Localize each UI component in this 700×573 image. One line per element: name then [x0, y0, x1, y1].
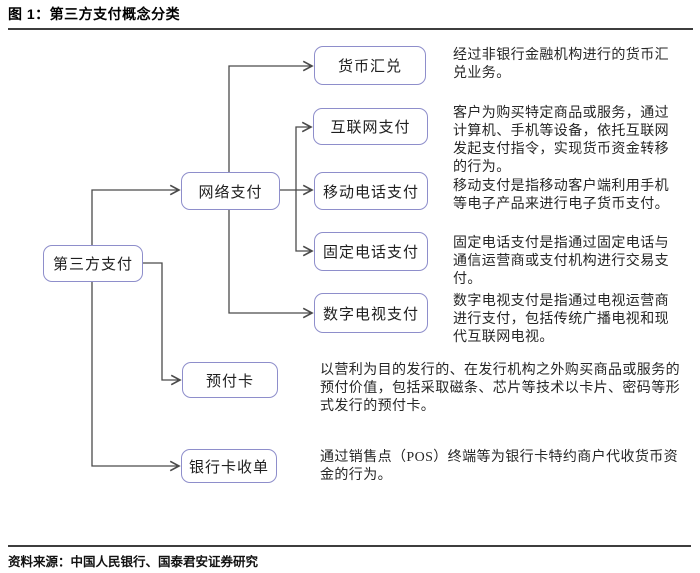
desc-fixed-phone-payment: 固定电话支付是指通过固定电话与通信运营商或支付机构进行交易支付。: [453, 236, 669, 287]
edge-thirdparty-bankcard: [91, 282, 181, 472]
node-prepaid-card: 预付卡: [182, 362, 278, 398]
edge-network-digitaltv: [228, 210, 314, 319]
top-rule: [8, 28, 693, 30]
node-digital-tv-payment: 数字电视支付: [314, 293, 428, 333]
node-bank-card-acquiring: 银行卡收单: [181, 449, 277, 483]
figure-source: 资料来源：中国人民银行、国泰君安证券研究: [8, 555, 259, 569]
node-internet-payment: 互联网支付: [313, 108, 428, 145]
desc-digital-tv-payment: 数字电视支付是指通过电视运营商进行支付，包括传统广播电视和现代互联网电视。: [453, 294, 669, 345]
edge-thirdparty-prepaid: [143, 262, 182, 386]
edge-network-fixedphone: [295, 190, 314, 257]
edge-thirdparty-network: [91, 184, 181, 245]
desc-mobile-phone-payment: 移动支付是指移动客户端利用手机等电子产品来进行电子货币支付。: [453, 179, 669, 212]
node-currency-exchange: 货币汇兑: [314, 46, 426, 85]
edge-network-currency: [228, 60, 314, 172]
desc-internet-payment: 客户为购买特定商品或服务，通过计算机、手机等设备，依托互联网发起支付指令，实现货…: [453, 106, 669, 175]
desc-prepaid-card: 以营利为目的发行的、在发行机构之外购买商品或服务的预付价值，包括采取磁条、芯片等…: [320, 363, 680, 414]
edge-network-internet: [295, 121, 313, 190]
desc-currency-exchange: 经过非银行金融机构进行的货币汇兑业务。: [453, 48, 669, 81]
node-fixed-phone-payment: 固定电话支付: [314, 232, 428, 271]
figure-title: 图 1：第三方支付概念分类: [8, 6, 181, 22]
node-mobile-phone-payment: 移动电话支付: [314, 172, 428, 210]
desc-bank-card-acquiring: 通过销售点（POS）终端等为银行卡特约商户代收货币资金的行为。: [320, 450, 679, 483]
node-network-payment: 网络支付: [181, 172, 280, 210]
bottom-rule: [8, 545, 691, 547]
node-third-party-payment: 第三方支付: [43, 245, 143, 282]
